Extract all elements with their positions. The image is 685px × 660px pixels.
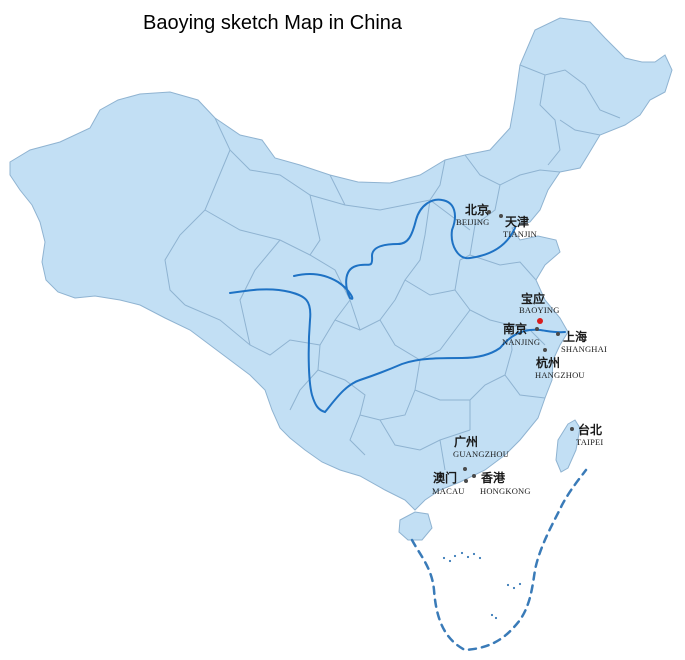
sea-island-dot (494, 616, 498, 620)
city-dot-tianjin (499, 214, 503, 218)
city-name-en-baoying: BAOYING (519, 305, 560, 315)
sea-island-dot (453, 554, 457, 558)
city-dot-beijing (487, 210, 491, 214)
city-dot-hongkong (472, 474, 476, 478)
south-sea-islands (442, 551, 522, 620)
sea-island-dot (442, 556, 446, 560)
city-dot-guangzhou (463, 467, 467, 471)
city-name-zh-baoying: 宝应 (521, 291, 545, 306)
taiwan-island (555, 419, 581, 473)
city-name-zh-hangzhou: 杭州 (536, 355, 560, 370)
yangtze-river (229, 288, 566, 414)
city-dot-hangzhou (543, 348, 547, 352)
city-name-en-macau: MACAU (432, 486, 465, 496)
sea-island-dot (506, 583, 510, 587)
city-name-zh-beijing: 北京 (465, 202, 489, 217)
city-name-en-taipei: TAIPEI (576, 437, 603, 447)
city-name-en-beijing: BEIJING (456, 217, 490, 227)
rivers (229, 198, 566, 414)
city-name-zh-tianjin: 天津 (505, 214, 529, 229)
city-name-en-shanghai: SHANGHAI (561, 344, 607, 354)
city-name-zh-guangzhou: 广州 (454, 434, 478, 449)
city-name-en-hangzhou: HANGZHOU (535, 370, 585, 380)
maritime-boundary (410, 468, 588, 652)
yellow-river (293, 198, 516, 300)
sea-island-dot (512, 586, 516, 590)
city-name-zh-nanjing: 南京 (503, 321, 527, 336)
city-dot-shanghai (556, 332, 560, 336)
city-dot-baoying (537, 318, 543, 324)
city-name-zh-shanghai: 上海 (563, 329, 587, 344)
city-name-en-hongkong: HONGKONG (480, 486, 531, 496)
sea-island-dot (460, 551, 464, 555)
city-dot-taipei (570, 427, 574, 431)
sea-island-dot (490, 613, 494, 617)
city-name-en-tianjin: TIANJIN (503, 229, 537, 239)
city-dot-nanjing (535, 327, 539, 331)
city-name-zh-taipei: 台北 (578, 422, 602, 437)
sea-island-dot (478, 556, 482, 560)
city-name-zh-macau: 澳门 (433, 470, 457, 485)
hainan-island (398, 511, 433, 541)
sea-island-dot (518, 582, 522, 586)
sea-island-dot (448, 559, 452, 563)
province-borders (164, 64, 621, 471)
city-name-zh-hongkong: 香港 (480, 470, 506, 485)
sea-island-dot (466, 555, 470, 559)
sea-island-dot (472, 552, 476, 556)
mainland-china-landmass (9, 17, 673, 511)
city-name-en-nanjing: NANJING (502, 337, 540, 347)
city-name-en-guangzhou: GUANGZHOU (453, 449, 509, 459)
map-title: Baoying sketch Map in China (143, 12, 403, 34)
city-dot-macau (464, 479, 468, 483)
